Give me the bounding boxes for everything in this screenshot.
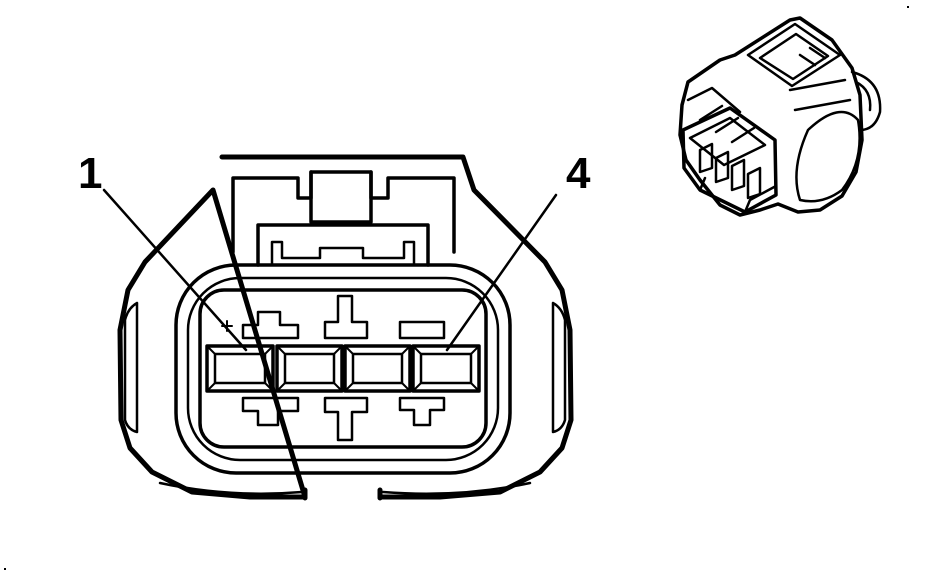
lock-tab-slot [309, 170, 373, 224]
terminal-face [198, 288, 488, 449]
connector-isometric-view [678, 16, 882, 217]
right-side-rib [551, 301, 567, 434]
terminal-cavity-3 [343, 344, 412, 393]
connector-face: 1 4 [78, 149, 591, 501]
lock-tab-inner [256, 223, 430, 267]
seal-ring-inner [186, 276, 500, 462]
terminal-cavity-2 [275, 344, 344, 393]
pin-4-leader [445, 193, 558, 352]
left-side-rib [123, 301, 139, 434]
corner-speck-bottom [4, 568, 6, 570]
lower-key-1 [241, 396, 300, 427]
pin-4-label: 4 [566, 149, 591, 198]
terminal-cavity-1 [205, 344, 275, 393]
housing-bottom-inner-line [158, 481, 532, 495]
connector-outer-housing [117, 154, 574, 500]
lower-key-2 [323, 396, 369, 442]
housing-bottom-gap [302, 487, 383, 501]
upper-key-1 [241, 310, 300, 340]
lock-tab-outer [231, 170, 456, 254]
terminal-cavity-4 [411, 344, 481, 393]
lock-latch [270, 240, 416, 267]
upper-key-2 [323, 294, 369, 340]
pin-1-label: 1 [78, 149, 102, 198]
corner-speck-top [907, 6, 909, 8]
pin-1-leader [102, 188, 248, 352]
seal-ring-outer [174, 263, 512, 475]
lower-key-3 [398, 396, 446, 427]
upper-key-3 [398, 320, 446, 340]
